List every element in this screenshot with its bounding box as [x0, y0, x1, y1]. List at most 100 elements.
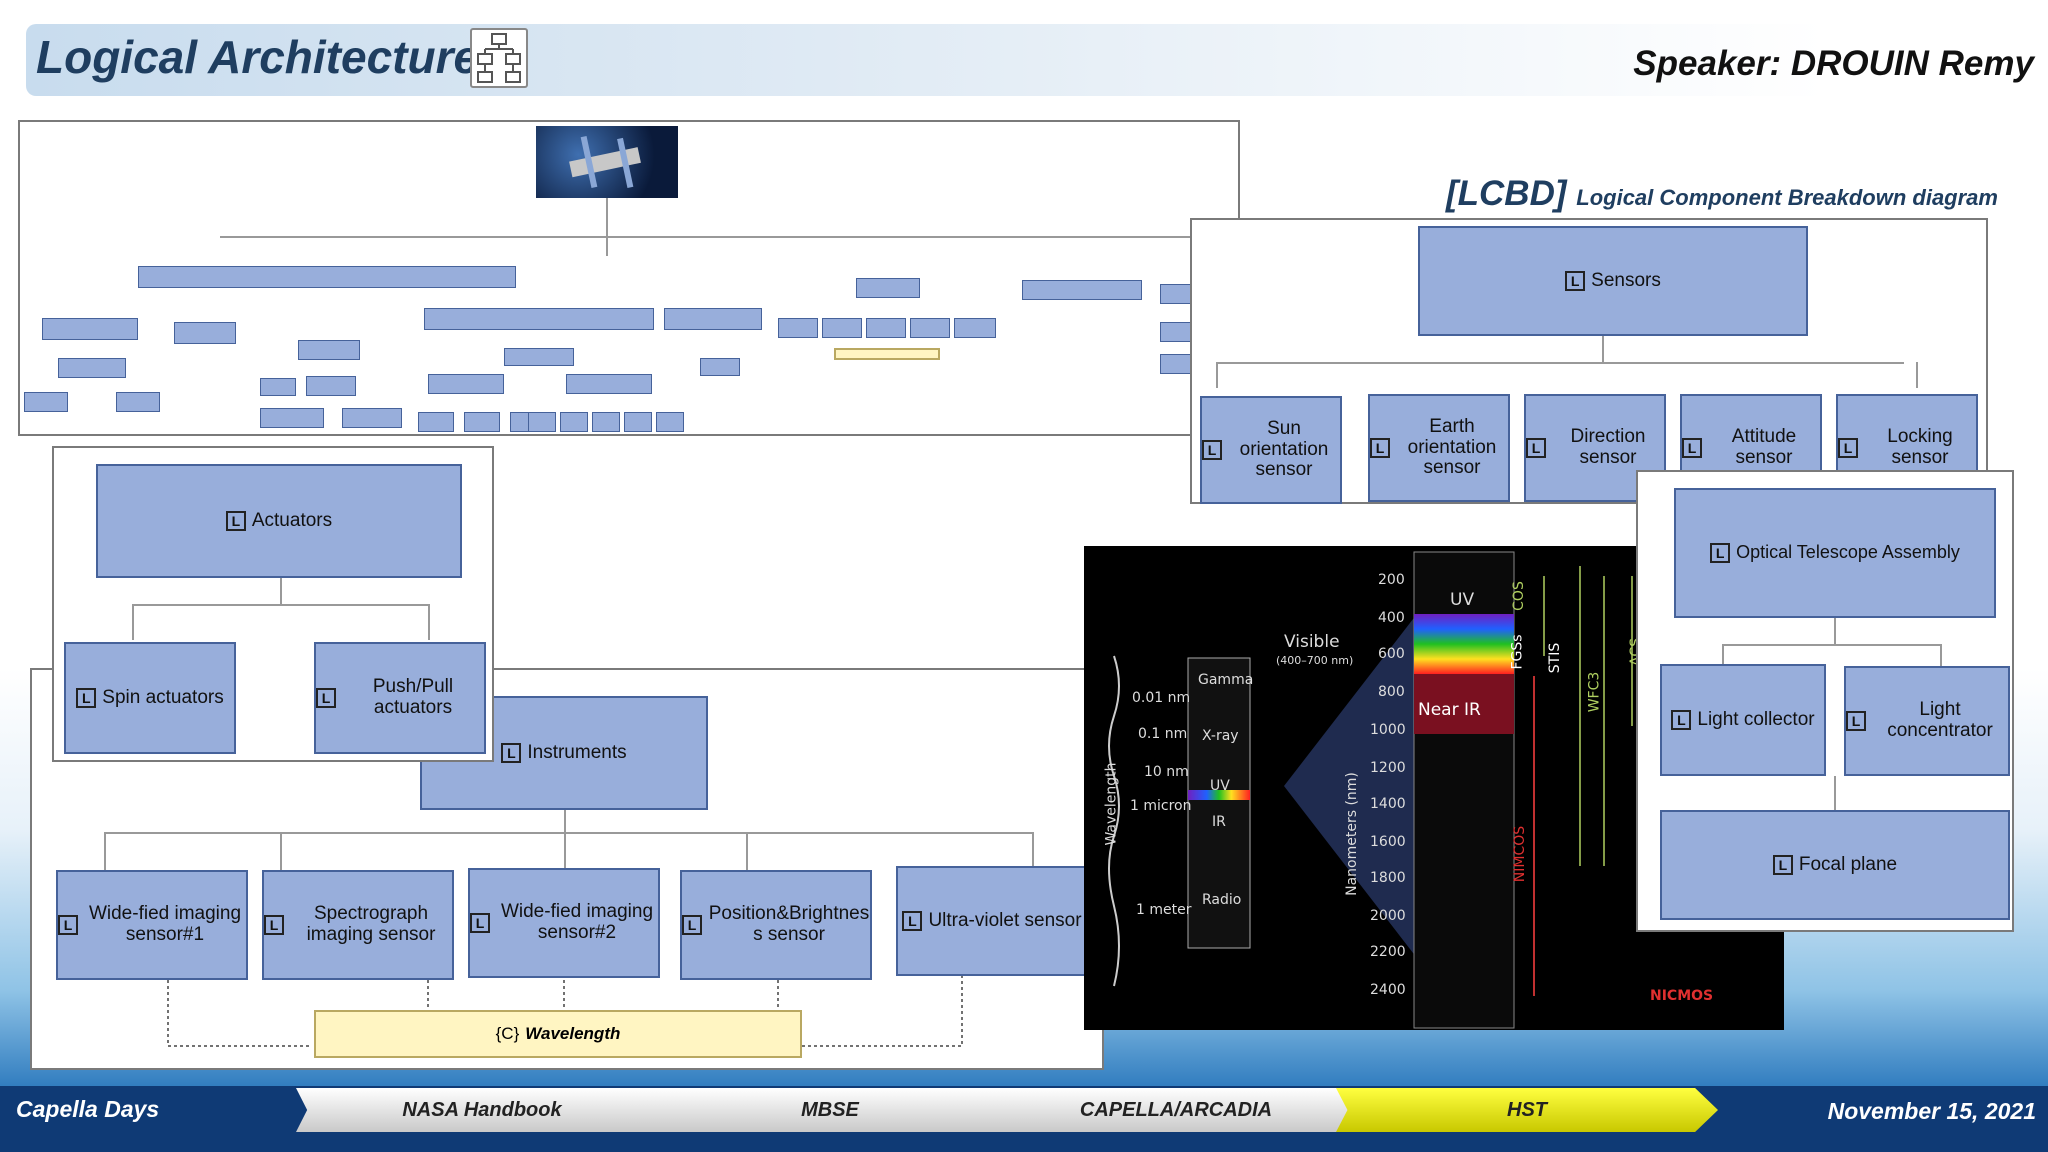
instrument-label: Ultra-violet sensor: [928, 909, 1082, 931]
light-concentrator-node[interactable]: L Light concentrator: [1844, 666, 2010, 776]
band-xray: X-ray: [1202, 728, 1239, 744]
wavelength-class-box[interactable]: {C} Wavelength: [314, 1010, 802, 1058]
logical-component-icon: L: [1370, 438, 1390, 458]
band-gamma: Gamma: [1198, 672, 1254, 688]
nm-tick: 1000: [1370, 722, 1406, 738]
stis-label: STIS: [1547, 642, 1564, 674]
logical-component-icon: L: [1772, 855, 1793, 875]
ota-child-label: Light concentrator: [1887, 699, 1993, 741]
speaker-label: Speaker: DROUIN Remy: [1633, 44, 2034, 83]
band-uv: UV: [1210, 778, 1230, 794]
sensors-label: Sensors: [1591, 269, 1661, 291]
nm-tick: 1800: [1370, 870, 1406, 886]
overview-diagram-panel[interactable]: [18, 120, 1240, 436]
logical-component-icon: L: [1710, 543, 1731, 563]
wavelength-axis-label: Wavelength: [1103, 762, 1120, 846]
logical-component-icon: L: [58, 915, 78, 935]
nimcos-label: NIMCOS: [1512, 825, 1529, 883]
instrument-wide-field-2[interactable]: L Wide-fied imaging sensor#2: [468, 868, 660, 978]
logical-component-icon: L: [501, 743, 522, 763]
step-capella-arcadia[interactable]: CAPELLA/ARCADIA: [990, 1088, 1362, 1132]
visible-range: (400–700 nm): [1276, 654, 1354, 667]
title-band: [26, 24, 2026, 96]
lcbd-caption-text: Logical Component Breakdown diagram: [1576, 185, 1998, 210]
instrument-label: Wide-fied imaging sensor#1: [88, 903, 242, 945]
cos-label: COS: [1510, 581, 1527, 611]
wavelength-label: Wavelength: [525, 1024, 621, 1043]
class-prefix: {C}: [495, 1024, 520, 1043]
nm-tick: 2200: [1370, 944, 1406, 960]
nm-tick: 2000: [1370, 908, 1406, 924]
ota-child-label: Focal plane: [1798, 853, 1898, 875]
nm-tick: 400: [1378, 610, 1405, 626]
nm-tick: 1200: [1370, 760, 1406, 776]
wavelength-tick: 0.1 nm: [1138, 726, 1188, 742]
nm-tick: 800: [1378, 684, 1405, 700]
logical-component-icon: L: [316, 688, 336, 708]
logical-component-icon: L: [1846, 711, 1866, 731]
logical-component-icon: L: [470, 913, 490, 933]
push-pull-actuators-node[interactable]: L Push/Pull actuators: [314, 642, 486, 754]
footer-event: Capella Days: [16, 1096, 160, 1122]
instrument-position-brightness[interactable]: L Position&Brightnes s sensor: [680, 870, 872, 980]
visible-label: Visible: [1284, 632, 1340, 652]
near-ir-label: Near IR: [1418, 700, 1481, 720]
band-ir: IR: [1212, 814, 1226, 830]
wfc3-label: WFC3: [1586, 671, 1603, 713]
nm-tick: 1400: [1370, 796, 1406, 812]
lcbd-tag: [LCBD]: [1446, 174, 1567, 213]
logical-component-icon: L: [1838, 438, 1858, 458]
nm-axis-label: Nanometers (nm): [1343, 772, 1360, 896]
ota-label: Optical Telescope Assembly: [1736, 542, 1960, 563]
logical-component-icon: L: [1565, 271, 1586, 291]
sensor-label: Earth orientation sensor: [1407, 415, 1497, 479]
instrument-label: Wide-fied imaging sensor#2: [500, 901, 654, 943]
instrument-label: Spectrograph imaging sensor: [306, 903, 436, 945]
hierarchy-icon: [470, 28, 528, 88]
actuator-label: Push/Pull actuators: [372, 676, 454, 718]
wavelength-tick: 1 micron: [1130, 798, 1192, 814]
step-nasa-handbook[interactable]: NASA Handbook: [296, 1088, 668, 1132]
wavelength-tick: 10 nm: [1144, 764, 1189, 780]
sensor-label: Attitude sensor: [1731, 426, 1797, 468]
footer-date: November 15, 2021: [1827, 1098, 2036, 1124]
sun-orientation-sensor[interactable]: L Sun orientation sensor: [1200, 396, 1342, 504]
logical-component-icon: L: [1202, 440, 1222, 460]
logical-component-icon: L: [1682, 438, 1702, 458]
nm-tick: 200: [1378, 572, 1405, 588]
logical-component-icon: L: [1526, 438, 1546, 458]
instrument-wide-field-1[interactable]: L Wide-fied imaging sensor#1: [56, 870, 248, 980]
logical-component-icon: L: [902, 911, 923, 931]
uv-label: UV: [1450, 590, 1475, 610]
nm-tick: 1600: [1370, 834, 1406, 850]
nm-tick: 600: [1378, 646, 1405, 662]
hubble-thumbnail: [536, 126, 678, 198]
sensor-label: Locking sensor: [1887, 426, 1953, 468]
earth-orientation-sensor[interactable]: L Earth orientation sensor: [1368, 394, 1510, 502]
wavelength-tick: 0.01 nm: [1132, 690, 1191, 706]
nicmos-label: NICMOS: [1650, 988, 1714, 1004]
lcbd-caption: [LCBD] Logical Component Breakdown diagr…: [1446, 174, 1998, 214]
logical-component-icon: L: [682, 915, 702, 935]
ota-child-label: Light collector: [1697, 708, 1815, 730]
fgss-label: FGSs: [1509, 634, 1526, 670]
wavelength-tick: 1 meter: [1136, 902, 1192, 918]
step-hst[interactable]: HST: [1336, 1088, 1718, 1132]
sensor-label: Sun orientation sensor: [1239, 417, 1329, 481]
logical-component-icon: L: [76, 688, 97, 708]
instrument-label: Position&Brightnes s sensor: [708, 903, 870, 945]
step-mbse[interactable]: MBSE: [644, 1088, 1016, 1132]
